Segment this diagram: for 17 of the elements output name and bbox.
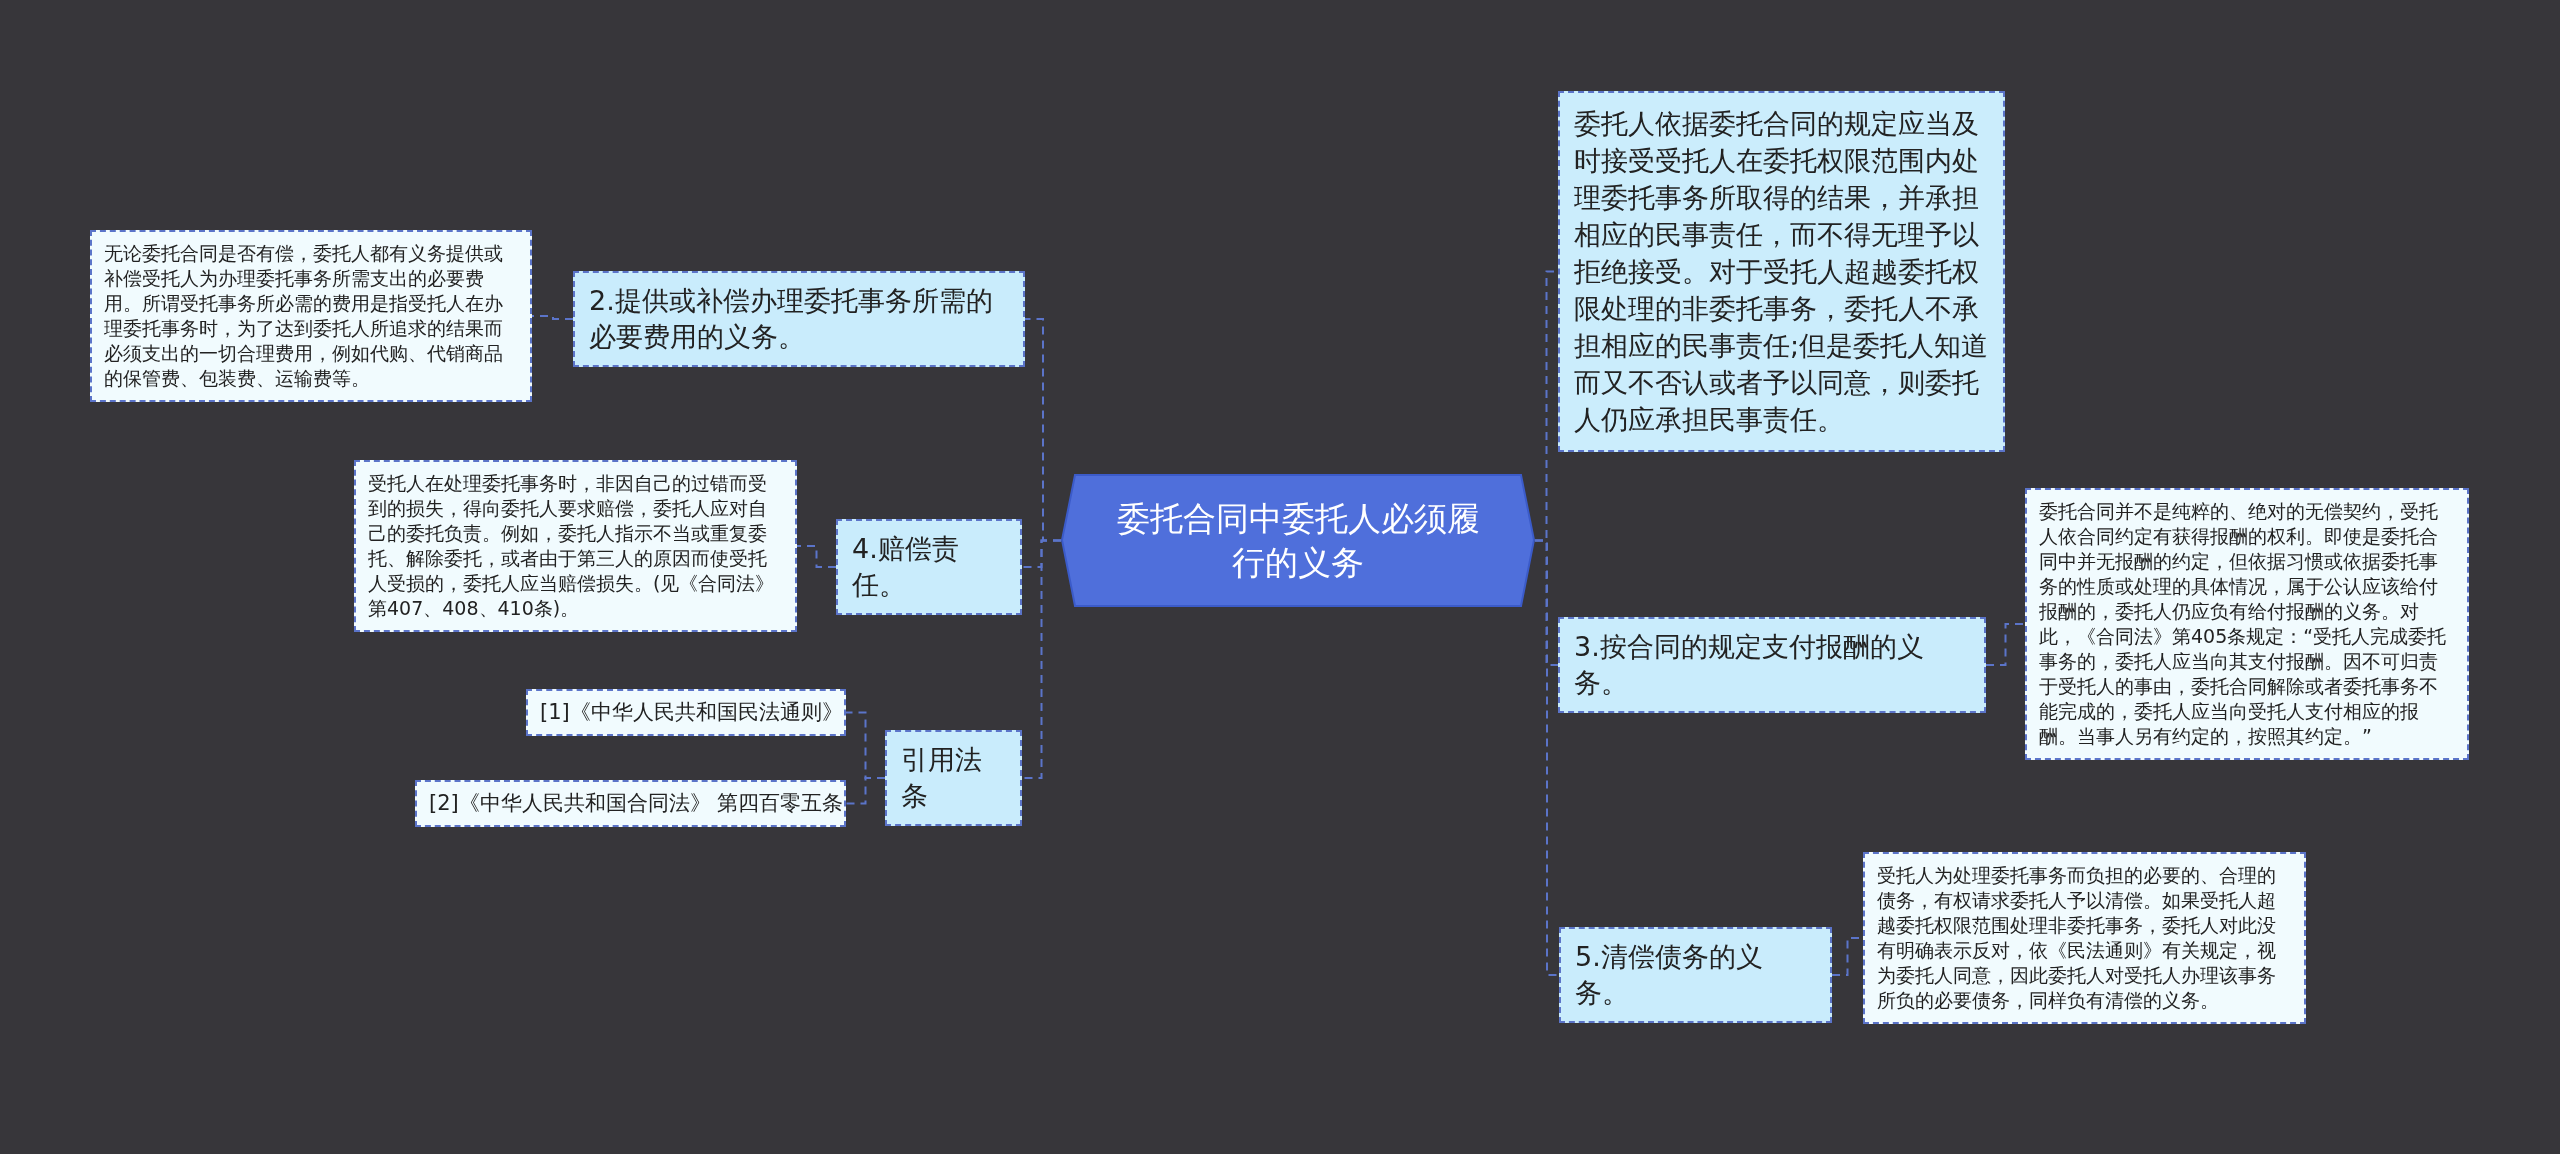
connector: [845, 777, 886, 805]
note-box: 受托人在处理委托事务时，非因自己的过错而受到的损失，得向委托人要求赔偿，委托人应对自己的委托负责。例如，委托人指示不当或重复委托、解除委托，或者由于第三人的原因而使受托人受损的，委托人应当赔偿损失。(见《合同法》第407、408、410条)。: [354, 460, 797, 632]
note-box: 无论委托合同是否有偿，委托人都有义务提供或补偿受托人为办理委托事务所需支出的必要费用。所谓受托事务所必需的费用是指受托人在办理委托事务时，为了达到委托人所追求的结果而必须支出的一切合理费用，例如代购、代销商品的保管费、包装费、运输费等。: [90, 230, 532, 402]
branch-box: 5.清偿债务的义务。: [1559, 927, 1832, 1023]
citation-box: [1]《中华人民共和国民法通则》: [526, 689, 846, 736]
branch-box: 3.按合同的规定支付报酬的义务。: [1558, 617, 1986, 713]
branch-box: 引用法条: [885, 730, 1022, 826]
note-box: 受托人为处理委托事务而负担的必要的、合理的债务，有权请求委托人予以清偿。如果受托人超越委托权限范围处理非委托事务，委托人对此没有明确表示反对，依《民法通则》有关规定，视为委托人同意，因此委托人对受托人办理该事务所负的必要债务，同样负有清偿的义务。: [1863, 852, 2306, 1024]
branch-box: 委托人依据委托合同的规定应当及时接受受托人在委托权限范围内处理委托事务所取得的结果，并承担相应的民事责任，而不得无理予以拒绝接受。对于受托人超越委托权限处理的非委托事务，委托人不承担相应的民事责任;但是委托人知道而又不否认或者予以同意，则委托人仍应承担民事责任。: [1558, 91, 2005, 452]
connector: [796, 545, 837, 568]
connector: [1985, 623, 2026, 666]
connector: [531, 315, 574, 320]
connector: [1534, 539, 1560, 976]
note-box: 委托合同并不是纯粹的、绝对的无偿契约，受托人依合同约定有获得报酬的权利。即使是委托合同中并无报酬的约定，但依据习惯或依据委托事务的性质或处理的具体情况，属于公认应该给付报酬的，委托人仍应负有给付报酬的义务。对此，《合同法》第405条规定：“受托人完成委托事务的，委托人应当向其支付报酬。因不可归责于受托人的事由，委托合同解除或者委托事务不能完成的，委托人应当向受托人支付相应的报酬。当事人另有约定的，按照其约定。”: [2025, 488, 2469, 760]
citation-box: [2]《中华人民共和国合同法》 第四百零五条: [415, 780, 846, 827]
branch-box: 2.提供或补偿办理委托事务所需的必要费用的义务。: [573, 271, 1025, 367]
branch-box: 4.赔偿责任。: [836, 519, 1022, 615]
